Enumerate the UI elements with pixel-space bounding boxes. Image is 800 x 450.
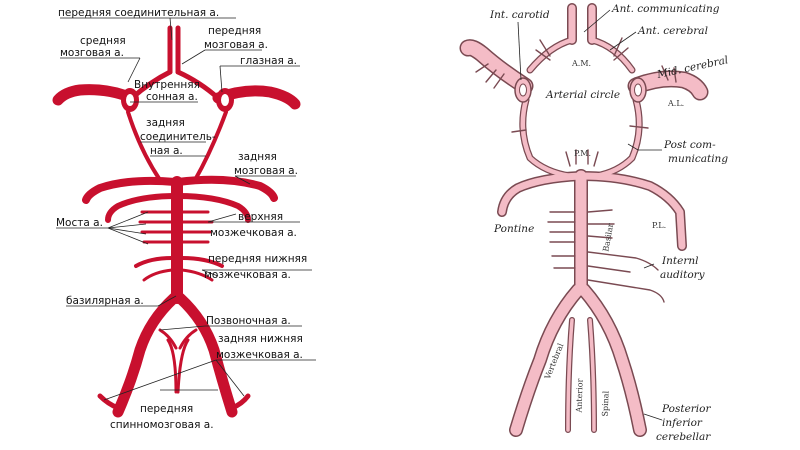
circle-of-willis-red-diagram: передняя соединительная а. передняя мозг… [52, 7, 316, 431]
label-int-carotid: Int. carotid [489, 9, 550, 21]
label-ant-cerebral-1: передняя [208, 25, 261, 37]
label-internal-auditory-2: auditory [660, 269, 706, 281]
pink-leader-lines [517, 9, 663, 421]
label-post-cerebral-2: мозговая а. [234, 165, 298, 177]
label-post-communicating-1: Post com- [663, 139, 716, 151]
red-labels: передняя соединительная а. передняя мозг… [56, 7, 307, 431]
label-internal-auditory-1: Internl [661, 255, 698, 267]
label-basilar: Basilar [601, 223, 615, 253]
label-sup-cerebellar-1: верхняя [238, 211, 283, 223]
label-ant-spinal-2: спинномозговая а. [110, 419, 214, 431]
label-post-inf-cerebellar-1: задняя нижняя [218, 333, 303, 345]
label-post-inf-cerebellar-2: мозжечковая а. [216, 349, 303, 361]
circle-of-willis-pink-diagram: Int. carotid Ant. communicating Ant. cer… [459, 3, 729, 443]
label-pontine: Pontine [493, 223, 534, 235]
label-mid-cerebral-2: мозговая а. [60, 47, 124, 59]
label-spinal: Spinal [601, 390, 611, 416]
red-arteries [52, 25, 301, 418]
label-int-carotid-1: Внутренняя [134, 79, 200, 91]
label-pl: P.L. [652, 221, 666, 230]
label-post-inf-cerebellar-2: inferior [662, 417, 703, 429]
label-ant-cerebral: Ant. cerebral [637, 25, 708, 37]
red-leader-lines [56, 17, 316, 401]
label-ophthalmic: глазная а. [240, 55, 297, 67]
pink-labels: Int. carotid Ant. communicating Ant. cer… [489, 3, 729, 443]
label-ant-communicating: передняя соединительная а. [58, 7, 219, 19]
label-basilar: базилярная а. [66, 295, 144, 307]
pink-arteries [459, 3, 709, 437]
label-anterior: Anterior [574, 378, 584, 413]
label-post-inf-cerebellar-3: cerebellar [656, 431, 711, 443]
label-post-communicating-1: задняя [146, 117, 185, 129]
label-post-communicating-2: municating [668, 153, 728, 165]
label-am: A.M. [571, 59, 591, 68]
label-ant-spinal-1: передняя [140, 403, 193, 415]
label-pm: P.M. [574, 149, 591, 158]
left-diagram-panel: передняя соединительная а. передняя мозг… [52, 7, 316, 431]
right-diagram-panel: Int. carotid Ant. communicating Ant. cer… [400, 0, 800, 450]
label-ant-inf-cerebellar-2: мозжечковая а. [204, 269, 291, 281]
label-pontine: Моста а. [56, 217, 103, 229]
label-ant-cerebral-2: мозговая а. [204, 39, 268, 51]
label-al: A.L. [667, 99, 684, 108]
label-ant-communicating: Ant. communicating [611, 3, 720, 15]
label-vertebral: Позвоночная а. [206, 315, 291, 327]
label-int-carotid-2: сонная а. [146, 91, 198, 103]
label-post-communicating-3: ная а. [150, 145, 183, 157]
label-post-cerebral-1: задняя [238, 151, 277, 163]
label-arterial-circle: Arterial circle [545, 89, 620, 101]
label-sup-cerebellar-2: мозжечковая а. [210, 227, 297, 239]
label-mid-cerebral-1: средняя [80, 35, 126, 47]
label-post-inf-cerebellar-1: Posterior [661, 403, 711, 415]
label-ant-inf-cerebellar-1: передняя нижняя [208, 253, 307, 265]
label-post-communicating-2: соединитель- [140, 131, 216, 143]
